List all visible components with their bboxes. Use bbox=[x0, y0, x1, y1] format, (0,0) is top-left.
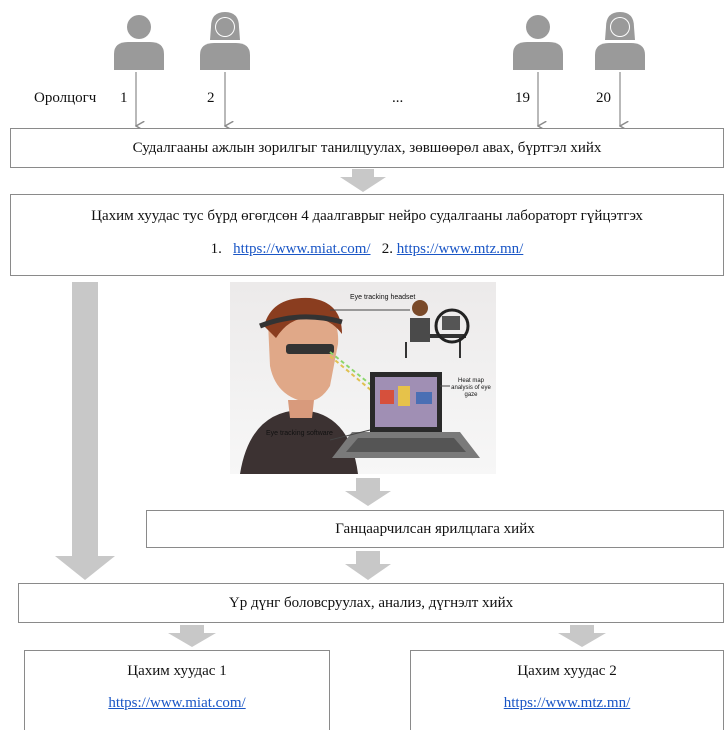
flow-arrow bbox=[345, 551, 391, 580]
tasks-step-box: Цахим хуудас тус бүрд өгөгдсөн 4 даалгав… bbox=[10, 194, 724, 276]
flow-arrow bbox=[345, 478, 391, 506]
output-link[interactable]: https://www.miat.com/ bbox=[108, 695, 246, 711]
analysis-step-text: Үр дүнг боловсруулах, анализ, дүгнэлт хи… bbox=[228, 595, 514, 611]
tasks-step-text: Цахим хуудас тус бүрд өгөгдсөн 4 даалгав… bbox=[91, 208, 643, 224]
flow-arrow bbox=[168, 625, 216, 647]
miat-link[interactable]: https://www.miat.com/ bbox=[233, 241, 371, 257]
link-number: 1. bbox=[210, 241, 222, 257]
male-person-icon bbox=[513, 15, 563, 70]
analysis-step-box: Үр дүнг боловсруулах, анализ, дүгнэлт хи… bbox=[18, 583, 724, 623]
software-label: Eye tracking software bbox=[266, 430, 333, 437]
male-person-icon bbox=[114, 15, 164, 70]
participant-label: 20 bbox=[596, 90, 611, 106]
participant-label: 1 bbox=[120, 90, 128, 106]
output-title: Цахим хуудас 1 bbox=[127, 663, 227, 679]
flow-arrow-long bbox=[55, 282, 115, 580]
output-link[interactable]: https://www.mtz.mn/ bbox=[503, 695, 631, 711]
link-number: 2. bbox=[381, 241, 394, 257]
interview-step-box: Ганцаарчилсан ярилцлага хийх bbox=[146, 510, 724, 548]
output-box-2: Цахим хуудас 2 https://www.mtz.mn/ bbox=[410, 650, 724, 730]
tasks-links: 1. https://www.miat.com/ 2. https://www.… bbox=[11, 241, 723, 258]
flow-arrow bbox=[558, 625, 606, 647]
intro-step-box: Судалгааны ажлын зорилгыг танилцуулах, з… bbox=[10, 128, 724, 168]
participant-ellipsis: ... bbox=[392, 90, 404, 106]
mtz-link[interactable]: https://www.mtz.mn/ bbox=[396, 241, 524, 257]
participant-prefix: Оролцогч bbox=[34, 90, 97, 106]
female-person-icon bbox=[595, 12, 645, 70]
headset-label: Eye tracking headset bbox=[350, 294, 416, 301]
output-title: Цахим хуудас 2 bbox=[517, 663, 617, 679]
intro-step-text: Судалгааны ажлын зорилгыг танилцуулах, з… bbox=[132, 140, 602, 156]
flow-arrow bbox=[340, 169, 386, 192]
eye-tracking-scene bbox=[240, 297, 480, 474]
output-box-1: Цахим хуудас 1 https://www.miat.com/ bbox=[24, 650, 330, 730]
female-person-icon bbox=[200, 12, 250, 70]
participant-label: 19 bbox=[515, 90, 530, 106]
eye-tracking-illustration: Eye tracking headset Heat map analysis o… bbox=[230, 282, 496, 474]
participant-label: 2 bbox=[207, 90, 215, 106]
interview-step-text: Ганцаарчилсан ярилцлага хийх bbox=[335, 521, 535, 537]
heatmap-label: Heat map analysis of eye gaze bbox=[451, 378, 491, 398]
